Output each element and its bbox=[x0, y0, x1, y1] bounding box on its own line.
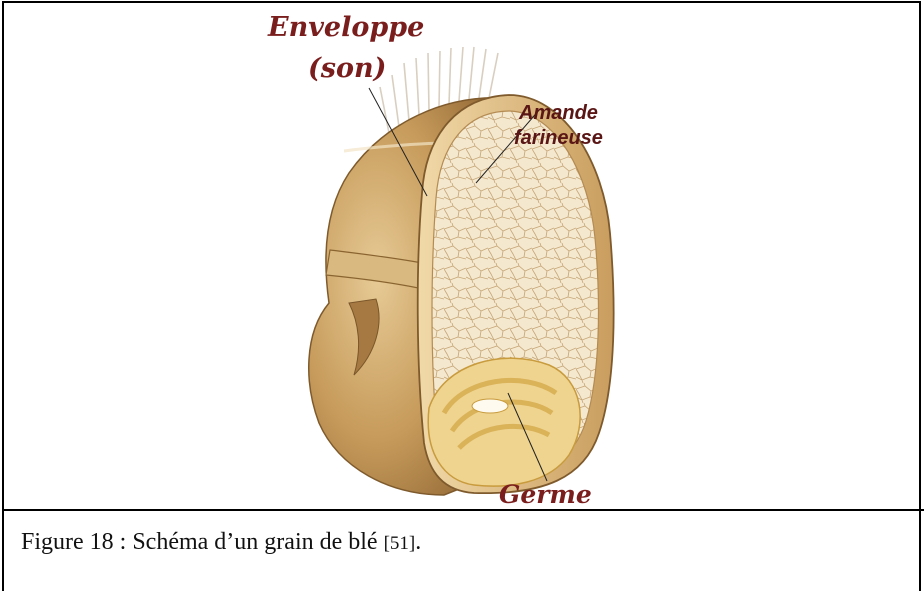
figure-caption: Figure 18 : Schéma d’un grain de blé [51… bbox=[21, 529, 421, 556]
label-almond-farineuse: farineuse bbox=[514, 127, 603, 149]
caption-period: . bbox=[415, 529, 421, 555]
germ bbox=[428, 358, 580, 486]
caption-reference: [51] bbox=[384, 533, 416, 554]
label-germ: Germe bbox=[499, 480, 592, 509]
label-envelope-son: (son) bbox=[308, 53, 386, 84]
label-envelope: Enveloppe bbox=[267, 12, 424, 43]
label-almond: Amande bbox=[518, 102, 598, 124]
wheat-grain-diagram: Enveloppe (son) Amande farineuse Germe bbox=[4, 3, 921, 509]
caption-divider bbox=[2, 509, 924, 511]
caption-text: Figure 18 : Schéma d’un grain de blé bbox=[21, 529, 384, 555]
